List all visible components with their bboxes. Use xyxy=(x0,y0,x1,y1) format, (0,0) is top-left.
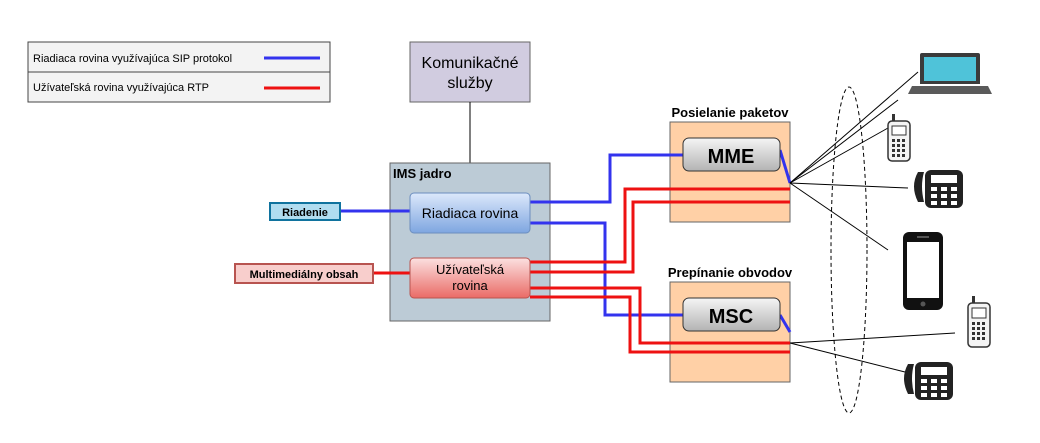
smartphone-icon xyxy=(903,232,943,310)
media-input-box: Multimediálny obsah xyxy=(234,263,374,284)
user-plane-label-line2: rovina xyxy=(452,278,488,293)
msc-node: MSC xyxy=(682,297,781,332)
laptop-icon xyxy=(908,53,992,94)
msc-label: MSC xyxy=(709,306,753,328)
packet-domain-title: Posielanie paketov xyxy=(671,105,789,120)
mme-node: MME xyxy=(682,137,781,172)
user-plane-links xyxy=(373,187,790,354)
control-plane-links xyxy=(340,149,792,333)
desk-phone-icon xyxy=(904,362,953,400)
legend: Riadiaca rovina využívajúca SIP protokol… xyxy=(27,41,331,103)
circuit-domain-title: Prepínanie obvodov xyxy=(668,265,793,280)
user-plane-box: Užívateľská rovina xyxy=(409,257,531,299)
control-plane-box: Riadiaca rovina xyxy=(409,192,531,234)
services-label-line2: služby xyxy=(447,75,492,92)
radio-coverage-ellipse xyxy=(830,86,868,414)
ims-title: IMS jadro xyxy=(393,166,452,181)
legend-label-sip: Riadiaca rovina využívajúca SIP protokol xyxy=(33,53,232,65)
control-input-label: Riadenie xyxy=(282,207,328,219)
mme-label: MME xyxy=(708,146,755,168)
radio-links xyxy=(789,71,956,373)
control-input-box: Riadenie xyxy=(269,202,341,221)
media-input-label: Multimediálny obsah xyxy=(250,269,359,281)
services-box: Komunikačné služby xyxy=(409,41,531,103)
control-plane-label: Riadiaca rovina xyxy=(422,205,519,221)
feature-phone-icon xyxy=(967,296,991,348)
user-plane-label-line1: Užívateľská xyxy=(436,262,505,277)
desk-phone-icon xyxy=(914,170,963,208)
feature-phone-icon xyxy=(887,114,911,162)
legend-label-rtp: Užívateľská rovina využívajúca RTP xyxy=(33,82,209,94)
services-label-line1: Komunikačné xyxy=(422,55,519,72)
